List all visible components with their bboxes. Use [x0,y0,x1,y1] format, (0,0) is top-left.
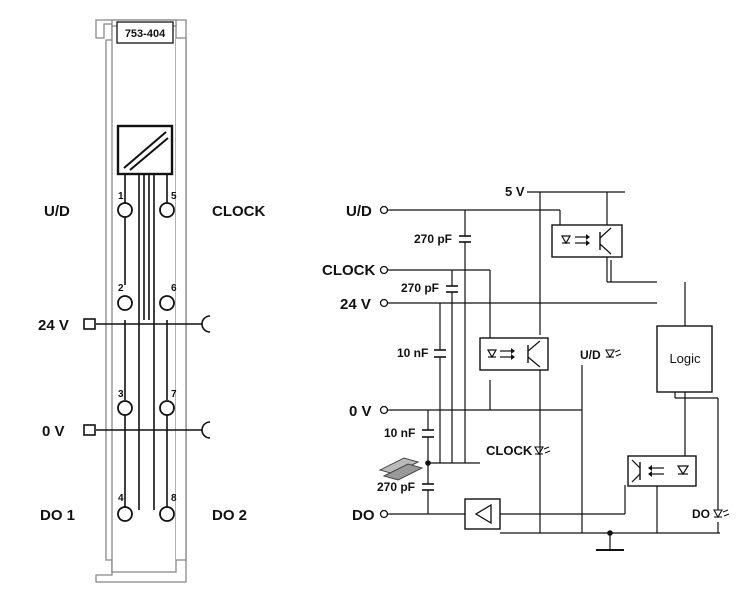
led-clock-icon [534,446,551,456]
label-do2: DO 2 [212,507,247,524]
terminal-7 [159,400,175,416]
led-label-clock: CLOCK [486,443,533,458]
svg-text:7: 7 [171,389,177,400]
terminal-3 [117,400,133,416]
optocoupler-ud [551,224,623,258]
label-ud: U/D [44,203,70,220]
label-24v: 24 V [38,317,69,334]
svg-text:3: 3 [118,389,124,400]
power-rails [83,315,211,439]
terminal-1 [117,202,133,218]
terminals [117,202,175,522]
input-do: DO [352,507,375,524]
output-buffer [464,498,501,530]
terminal-numbers: 1 2 3 4 5 6 7 8 [118,191,177,504]
model-box [116,21,174,44]
terminal-8 [159,506,175,522]
input-clock: CLOCK [322,262,375,279]
logic-block [656,325,713,393]
terminal-2 [117,295,133,311]
led-label-ud: U/D [580,348,601,362]
svg-text:2: 2 [118,283,124,294]
supply-label: 5 V [505,184,525,199]
svg-text:5: 5 [171,191,177,202]
shield-clamp-icon [378,457,424,481]
model-label: 753-404 [125,28,166,40]
svg-text:8: 8 [171,493,177,504]
input-24v: 24 V [340,296,371,313]
logic-label: Logic [669,351,701,366]
cap-label-5: 270 pF [377,480,415,494]
label-0v: 0 V [42,423,65,440]
isolation-block [116,124,174,176]
input-0v: 0 V [349,403,372,420]
terminal-4 [117,506,133,522]
led-ud-icon [605,349,622,359]
optocoupler-clock [479,337,549,371]
cap-label-3: 10 nF [397,346,428,360]
terminal-6 [159,295,175,311]
cap-label-2: 270 pF [401,281,439,295]
svg-text:4: 4 [118,493,124,504]
label-do1: DO 1 [40,507,75,524]
label-clock: CLOCK [212,203,265,220]
optocoupler-do [627,455,697,487]
led-label-do: DO [692,507,710,521]
led-do-icon [713,509,730,519]
bus-lines [124,174,168,510]
cap-label-1: 270 pF [414,232,452,246]
schematic-terminals [379,205,613,536]
terminal-5 [159,202,175,218]
svg-text:1: 1 [118,191,124,202]
input-ud: U/D [346,203,372,220]
cap-label-4: 10 nF [384,426,415,440]
svg-text:6: 6 [171,283,177,294]
capacitors [422,235,471,491]
